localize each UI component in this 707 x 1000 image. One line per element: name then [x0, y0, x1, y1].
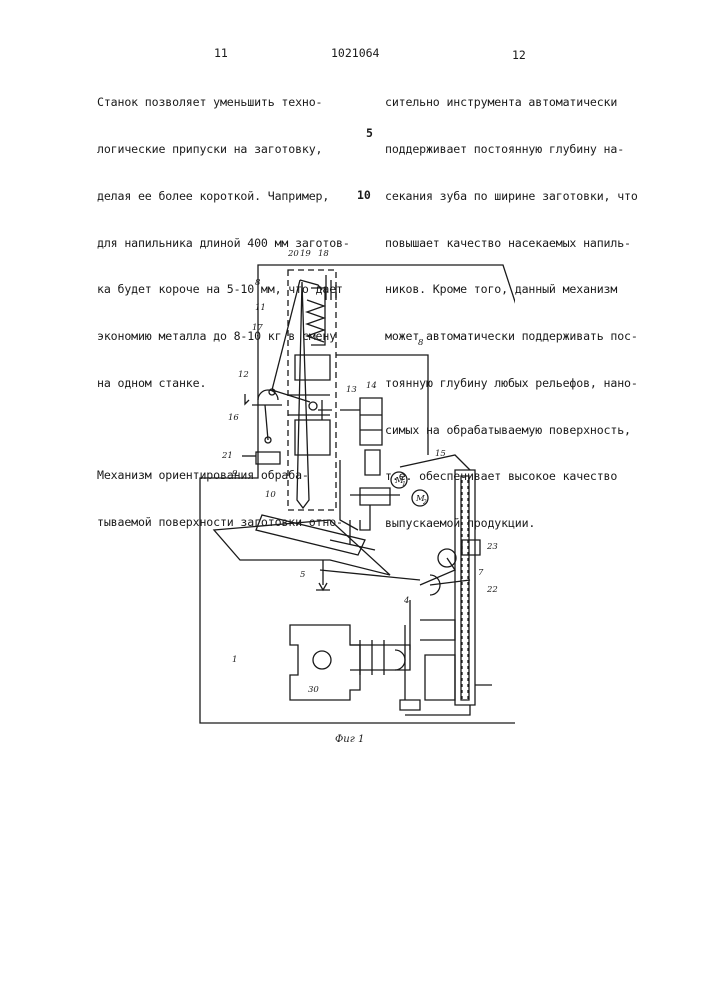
label-22: 22	[486, 585, 498, 595]
page-number-right: 12	[512, 48, 526, 62]
label-19: 19	[300, 249, 311, 259]
motor-m1-subscript: 1	[402, 481, 406, 488]
label-17: 17	[252, 323, 263, 333]
text-line: логические припуски на заготовку,	[97, 142, 365, 158]
label-10: 10	[265, 490, 276, 500]
text-line: поддерживает постоянную глубину на-	[385, 142, 655, 158]
gear-train	[340, 398, 400, 545]
label-20: 20	[287, 249, 299, 259]
knife-mechanism	[288, 275, 336, 508]
text-line: секания зуба по ширине заготовки, что	[385, 189, 655, 205]
label-7: 7	[478, 568, 484, 578]
label-8-right: 8	[418, 338, 424, 348]
text-line: сительно инструмента автоматически	[385, 95, 655, 111]
label-5: 5	[300, 570, 305, 580]
label-11: 11	[255, 303, 266, 313]
label-16: 16	[228, 413, 239, 423]
line-number-marker: 5	[366, 126, 373, 140]
workpiece-table	[214, 515, 420, 590]
motor-m2-subscript: 2	[422, 499, 427, 506]
label-4: 4	[403, 596, 409, 606]
label-14: 14	[366, 381, 377, 391]
label-9: 9	[232, 469, 238, 479]
label-12: 12	[238, 370, 249, 380]
label-1: 1	[232, 655, 237, 665]
machine-schematic-figure: 20 19 18 8 11 17 8 12 16 13 14 21 15 9 1…	[195, 245, 515, 745]
figure-caption: Фиг 1	[335, 734, 364, 745]
label-8-top: 8	[255, 278, 261, 288]
text-line: Станок позволяет уменьшить техно-	[97, 95, 365, 111]
label-30: 30	[308, 685, 319, 695]
line-number-marker: 10	[357, 188, 371, 202]
text-line: делая ее более короткой. Чапример,	[97, 189, 365, 205]
label-23: 23	[486, 542, 498, 552]
label-15: 15	[435, 449, 446, 459]
drive-assembly	[290, 600, 470, 715]
label-13: 13	[346, 385, 357, 395]
page-number-left: 11	[214, 46, 228, 60]
patent-number: 1021064	[331, 46, 379, 60]
label-21: 21	[221, 451, 233, 461]
label-18: 18	[318, 249, 329, 259]
